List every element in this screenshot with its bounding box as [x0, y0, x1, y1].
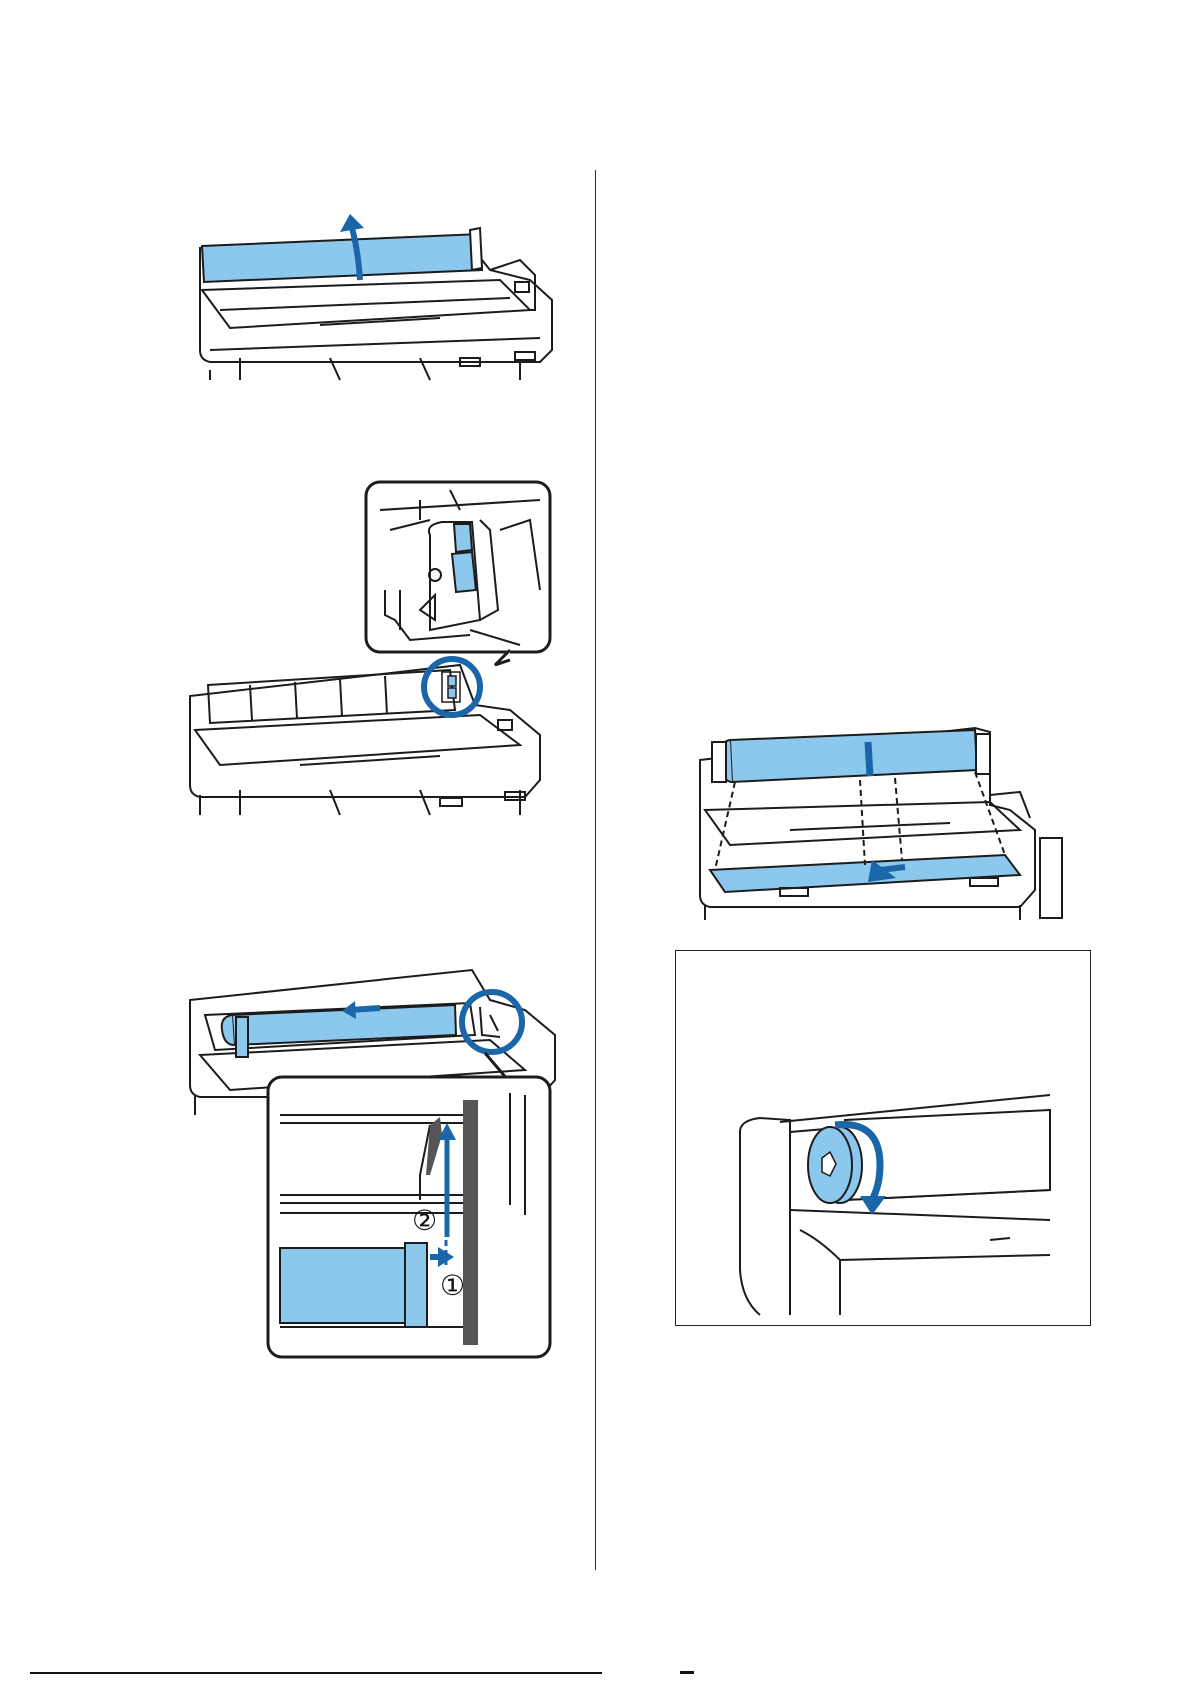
callout-zoom-panel: ② ①	[268, 1077, 550, 1357]
figure-lock-lever-release	[180, 480, 560, 815]
step-two-label: ②	[412, 1204, 437, 1237]
figure-feed-paper-down	[690, 720, 1070, 920]
column-divider	[595, 170, 596, 1570]
figure-insert-roll-paper: ② ①	[180, 965, 560, 1360]
footer-mark	[680, 1671, 694, 1674]
callout-zoom-panel	[366, 482, 550, 652]
flange-knob	[808, 1127, 862, 1203]
figure-open-roll-cover	[180, 210, 560, 380]
figure-rotate-flange	[730, 1090, 1060, 1315]
step-one-label: ①	[440, 1269, 465, 1302]
footer-rule	[30, 1672, 602, 1674]
